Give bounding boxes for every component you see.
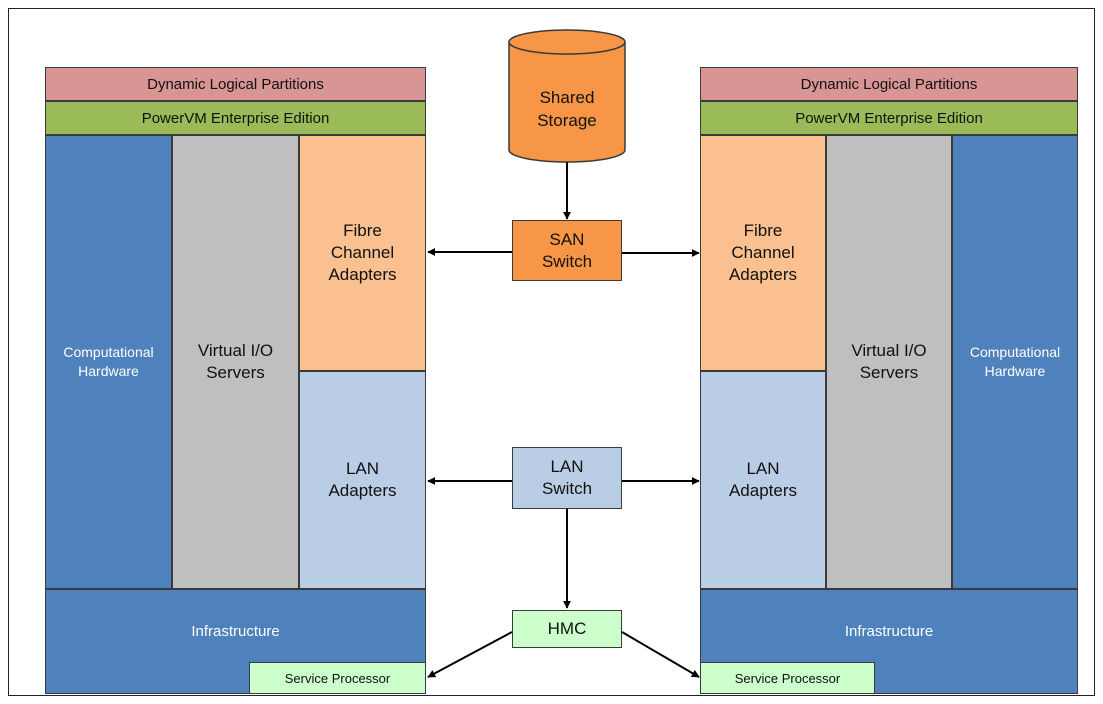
lan-switch: LAN Switch	[512, 447, 622, 509]
san-switch: SAN Switch	[512, 220, 622, 281]
shared-storage-label: Shared Storage	[537, 88, 597, 130]
left-powervm-bar: PowerVM Enterprise Edition	[45, 101, 426, 135]
hmc-box: HMC	[512, 610, 622, 648]
right-fibre-channel-adapters: Fibre Channel Adapters	[700, 135, 826, 371]
left-lan-adapters: LAN Adapters	[299, 371, 426, 589]
left-service-processor: Service Processor	[249, 662, 426, 694]
hmc-to-left-service-processor-arrow	[427, 631, 513, 678]
right-service-processor: Service Processor	[700, 662, 875, 694]
right-computational-hardware: Computational Hardware	[952, 135, 1078, 589]
left-fibre-channel-adapters: Fibre Channel Adapters	[299, 135, 426, 371]
hmc-to-right-service-processor-arrow	[621, 631, 700, 678]
right-virtual-io-servers: Virtual I/O Servers	[826, 135, 952, 589]
right-dlpar-bar: Dynamic Logical Partitions	[700, 67, 1078, 101]
right-lan-adapters: LAN Adapters	[700, 371, 826, 589]
right-powervm-bar: PowerVM Enterprise Edition	[700, 101, 1078, 135]
left-computational-hardware: Computational Hardware	[45, 135, 172, 589]
shared-storage-cylinder-icon	[508, 29, 626, 163]
left-virtual-io-servers: Virtual I/O Servers	[172, 135, 299, 589]
left-dlpar-bar: Dynamic Logical Partitions	[45, 67, 426, 101]
